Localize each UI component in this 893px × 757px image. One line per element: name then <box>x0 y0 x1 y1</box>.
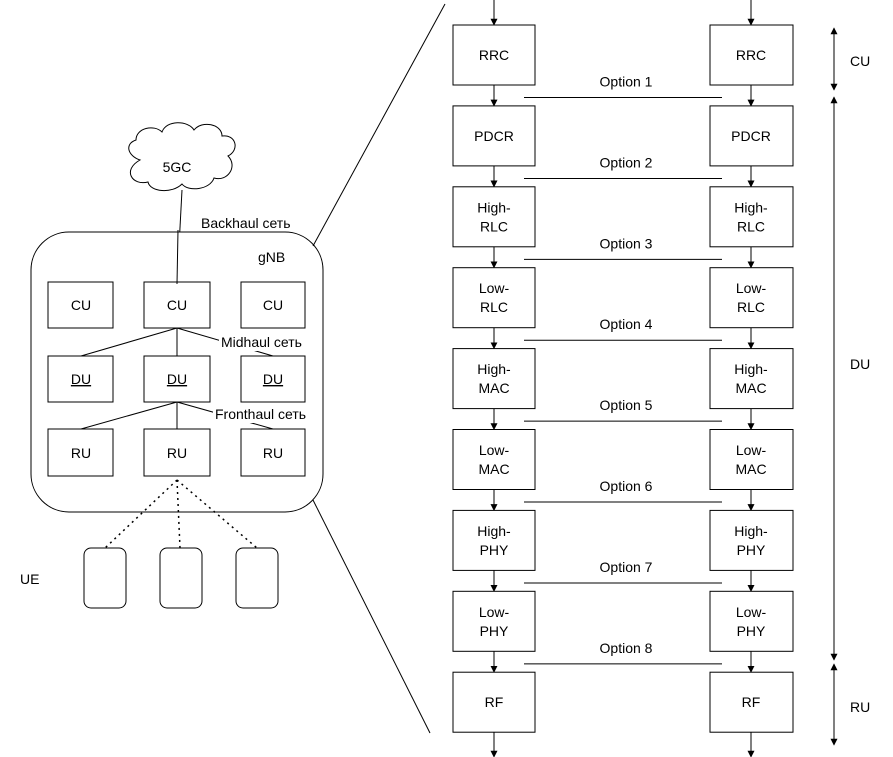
layer-label: RLC <box>480 218 508 234</box>
layer-label: RLC <box>737 299 765 315</box>
layer-label: RF <box>742 694 761 710</box>
layer-box <box>452 509 536 571</box>
layer-box <box>709 348 794 410</box>
midhaul-label: Midhaul сеть <box>221 334 302 350</box>
du-label: DU <box>71 371 91 387</box>
radio-link <box>104 479 178 549</box>
cu-box <box>47 281 114 329</box>
layer-box <box>452 24 536 86</box>
zoom-line-bottom <box>312 499 431 734</box>
split-option-label: Option 3 <box>600 235 653 251</box>
layer-box <box>709 24 794 86</box>
layer-label: Low- <box>479 604 510 620</box>
ru-box <box>47 428 114 477</box>
layer-label: Low- <box>736 442 767 458</box>
ue-device-icon <box>235 547 279 609</box>
layer-label: RRC <box>479 47 509 63</box>
layer-box <box>452 348 536 410</box>
layer-label: High- <box>477 523 511 539</box>
gnb-label: gNB <box>258 249 285 265</box>
layer-label: MAC <box>735 380 766 396</box>
layer-label: RF <box>485 694 504 710</box>
layer-label: High- <box>734 523 768 539</box>
ue-device-icon <box>83 547 127 609</box>
layer-label: MAC <box>735 461 766 477</box>
ru-label: RU <box>263 445 283 461</box>
zoom-line-top <box>312 3 446 247</box>
layer-label: PHY <box>737 623 766 639</box>
layer-box <box>709 267 794 329</box>
layer-label: High- <box>734 361 768 377</box>
du-bracket-label: DU <box>850 356 870 372</box>
layer-box <box>452 186 536 248</box>
5gc-cloud-icon <box>128 122 236 191</box>
du-label: DU <box>263 371 283 387</box>
layer-box <box>709 671 794 733</box>
layer-label: PDCR <box>731 128 771 144</box>
ue-label: UE <box>20 571 39 587</box>
cu-box <box>240 281 306 329</box>
fronthaul-label: Fronthaul сеть <box>215 406 306 422</box>
fronthaul-link <box>80 401 178 430</box>
layer-label: PHY <box>480 623 509 639</box>
layer-label: MAC <box>478 380 509 396</box>
layer-label: RRC <box>736 47 766 63</box>
split-option-label: Option 2 <box>600 154 653 170</box>
cu-bracket-label: CU <box>850 53 870 69</box>
ue-device-icon <box>159 547 203 609</box>
backhaul-label: Backhaul сеть <box>201 215 291 231</box>
layer-box <box>709 429 794 490</box>
cu-label: CU <box>263 297 283 313</box>
layer-label: PDCR <box>474 128 514 144</box>
split-option-label: Option 4 <box>600 316 653 332</box>
layer-label: High- <box>477 199 511 215</box>
layer-box <box>709 105 794 167</box>
layer-box <box>709 509 794 571</box>
layer-label: Low- <box>479 442 510 458</box>
layer-label: PHY <box>480 542 509 558</box>
layer-box <box>709 590 794 652</box>
layer-label: MAC <box>478 461 509 477</box>
du-label: DU <box>167 371 187 387</box>
layer-label: High- <box>734 199 768 215</box>
midhaul-link <box>80 327 178 357</box>
layer-label: Low- <box>736 604 767 620</box>
split-option-label: Option 8 <box>600 640 653 656</box>
protocol-stack: RRC RRC PDCR PDCR High- RLC High- RLC Low- RLC Low… <box>452 0 794 757</box>
split-option-label: Option 7 <box>600 559 653 575</box>
split-option-label: Option 6 <box>600 478 653 494</box>
layer-label: Low- <box>479 280 510 296</box>
layer-box <box>452 105 536 167</box>
5gc-label: 5GC <box>163 159 192 175</box>
layer-label: RLC <box>480 299 508 315</box>
cu-label: CU <box>71 297 91 313</box>
du-box <box>47 355 114 403</box>
gnb-container <box>30 231 324 513</box>
cu-label: CU <box>167 297 187 313</box>
split-option-label: Option 5 <box>600 397 653 413</box>
layer-box <box>452 671 536 733</box>
layer-box <box>452 429 536 490</box>
ru-bracket-label: RU <box>850 699 870 715</box>
layer-label: PHY <box>737 542 766 558</box>
split-option-label: Option 1 <box>600 74 653 90</box>
network-topology <box>30 3 446 734</box>
layer-label: High- <box>477 361 511 377</box>
ru-label: RU <box>167 445 187 461</box>
layer-box <box>709 186 794 248</box>
ru-label: RU <box>71 445 91 461</box>
layer-box <box>452 590 536 652</box>
layer-box <box>452 267 536 329</box>
layer-label: RLC <box>737 218 765 234</box>
layer-label: Low- <box>736 280 767 296</box>
